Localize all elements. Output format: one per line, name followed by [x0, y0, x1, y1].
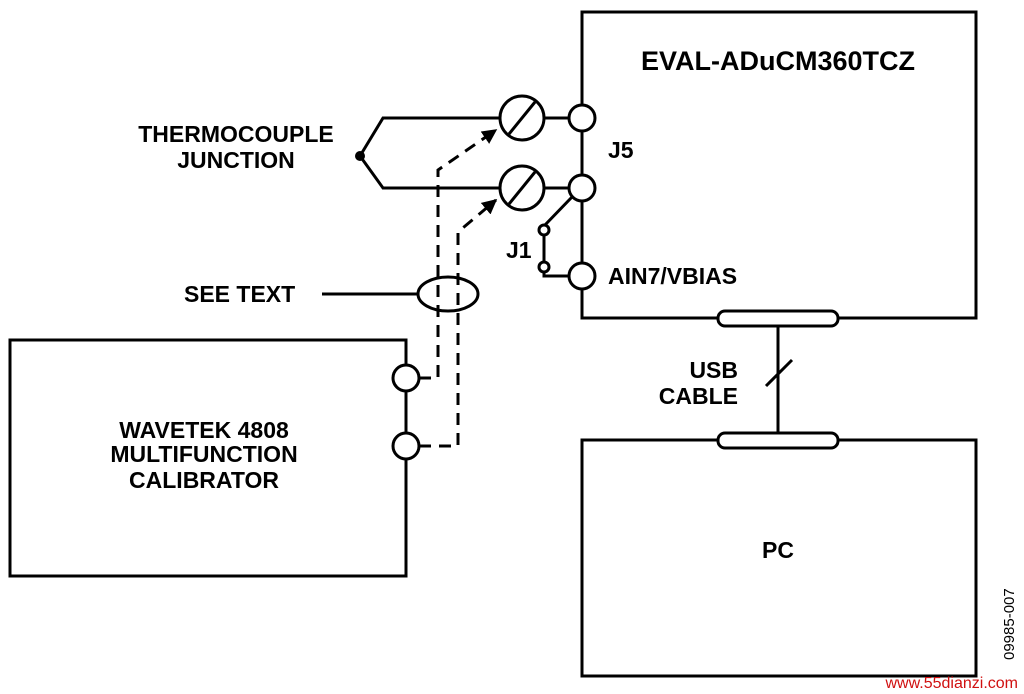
- calibrator-terminal-bottom: [391, 431, 421, 461]
- calibrator-lead-bottom: [419, 198, 498, 448]
- screw-slash-bottom: [507, 171, 537, 205]
- j5-terminal-top: [567, 103, 597, 133]
- thermocouple-label-line1: THERMOCOUPLE: [138, 121, 334, 147]
- thermocouple-label-line2: JUNCTION: [177, 147, 295, 173]
- screw-slash-top: [507, 101, 537, 135]
- calibrator-terminal-top: [391, 363, 421, 393]
- calibrator-lead-top: [419, 128, 498, 380]
- usb-cable-slash: [764, 358, 794, 388]
- j5-label: J5: [608, 137, 634, 163]
- usb-connector-bottom: [716, 431, 840, 450]
- ain7-terminal: [567, 261, 597, 291]
- see-text-ellipse: [416, 275, 480, 313]
- see-text-label: SEE TEXT: [184, 281, 295, 307]
- usb-label-line1: USB: [689, 357, 738, 383]
- calibrator-label-line2: MULTIFUNCTION: [110, 441, 297, 467]
- j5-terminal-bottom: [567, 173, 597, 203]
- watermark: www.55dianzi.com: [885, 675, 1019, 692]
- thermocouple-wire-bottom: [358, 155, 500, 190]
- thermocouple-junction-dot: [355, 151, 365, 161]
- j1-switch-arm: [542, 195, 574, 228]
- thermocouple-wire-top: [358, 116, 500, 157]
- j1-pin-top: [537, 223, 551, 237]
- usb-connector-top: [716, 309, 840, 328]
- usb-label-line2: CABLE: [659, 383, 738, 409]
- calibrator-label-line3: CALIBRATOR: [129, 467, 279, 493]
- ain7-vbias-label: AIN7/VBIAS: [608, 263, 737, 289]
- eval-board-title: EVAL-ADuCM360TCZ: [641, 46, 915, 76]
- j1-label: J1: [506, 237, 532, 263]
- j1-wire-to-ain7: [542, 272, 569, 278]
- figure-id: 09985-007: [1001, 588, 1018, 660]
- j1-pin-bottom: [537, 260, 551, 274]
- calibrator-label-line1: WAVETEK 4808: [119, 417, 289, 443]
- pc-label: PC: [762, 537, 794, 563]
